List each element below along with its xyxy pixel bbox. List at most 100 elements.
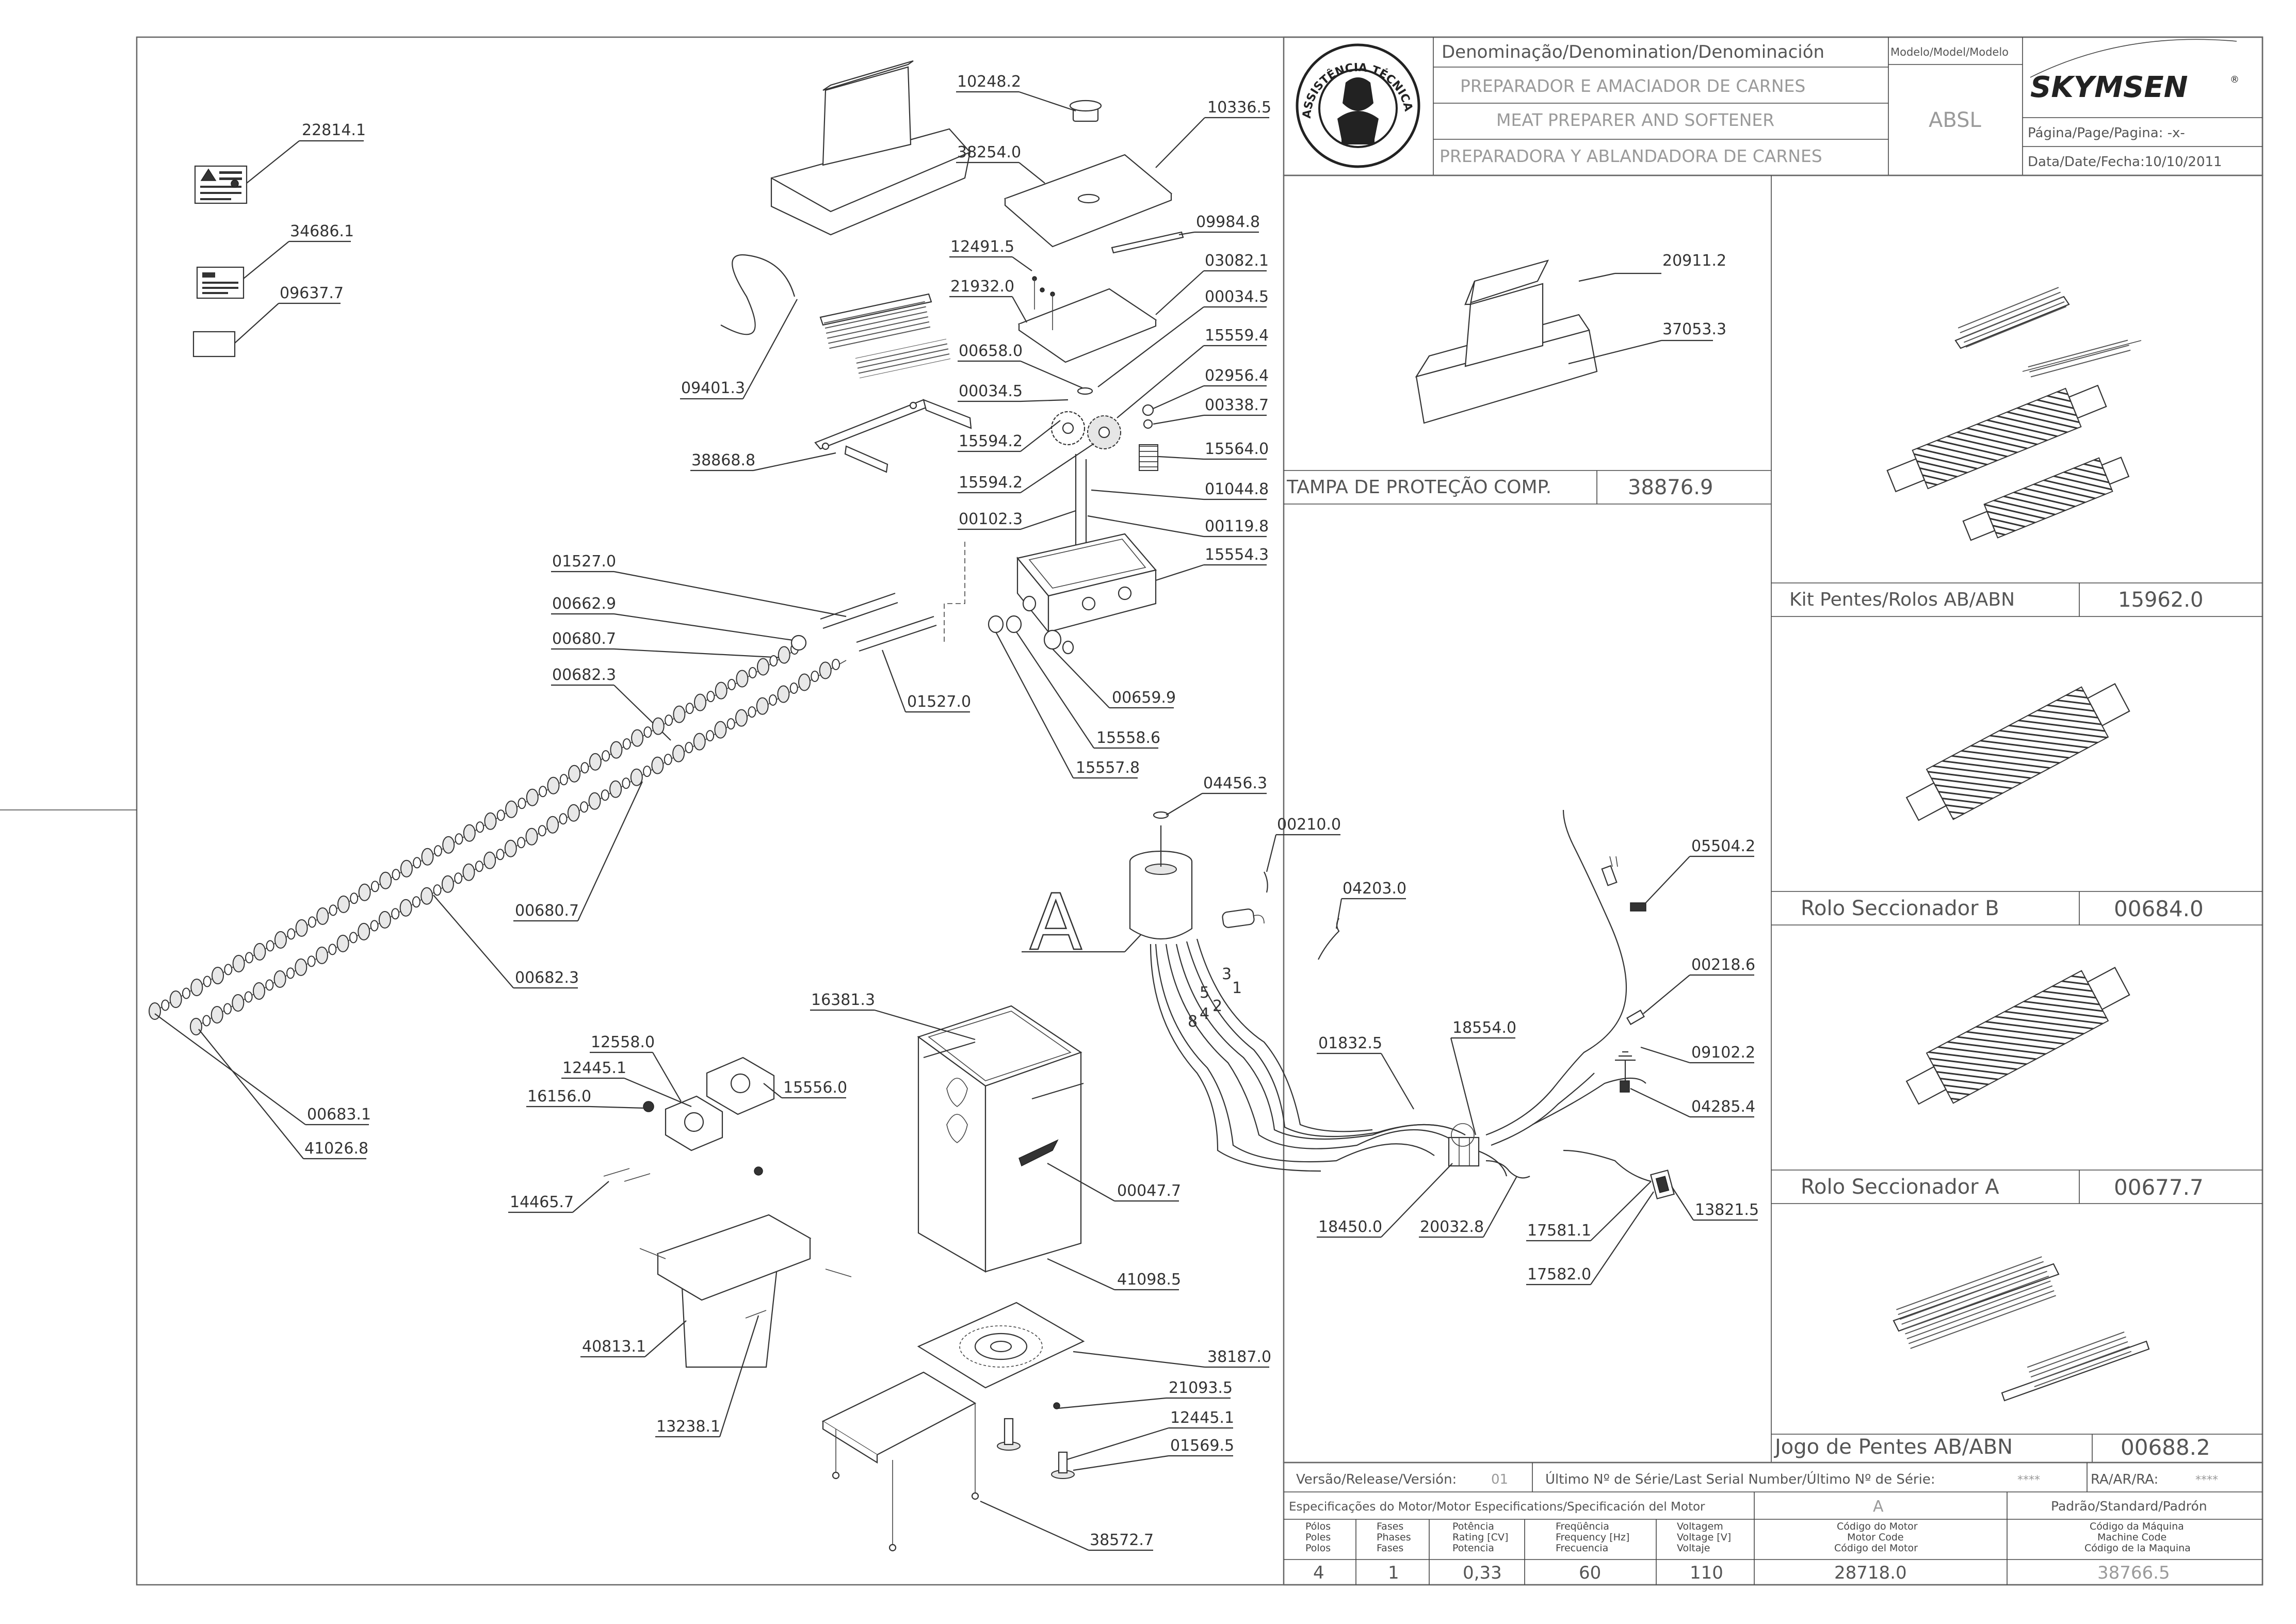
blade-disc-upper [295, 919, 308, 937]
page-label: Página/Page/Pagina: -x- [2028, 125, 2185, 141]
blade-disc-upper [526, 788, 539, 806]
label-38187-0: 38187.0 [1207, 1348, 1271, 1366]
blade-disc-lower [630, 768, 643, 786]
washer-00658-0 [1077, 387, 1093, 395]
label-00034-5-b: 00034.5 [959, 382, 1023, 400]
blade-disc-lower [253, 982, 265, 1000]
blade-disc-lower [336, 934, 349, 952]
denomination-header: Denominação/Denomination/Denominación [1442, 42, 1824, 62]
wire-04203 [1318, 918, 1340, 960]
label-09102-2: 09102.2 [1691, 1044, 1755, 1062]
label-03082-1: 03082.1 [1205, 252, 1269, 270]
top-cover-unit [770, 60, 971, 236]
blade-stack-upper [149, 643, 805, 1020]
blade-disc-upper [232, 954, 245, 972]
blade-disc-lower [706, 730, 715, 742]
label-22814-1: 22814.1 [302, 121, 366, 139]
label-10336-5: 10336.5 [1207, 99, 1271, 117]
blade-disc-upper [610, 741, 623, 759]
authorized-service-seal: ASSISTÊNCIA TÉCNICA AUTORIZADA [0, 0, 1420, 168]
column-a-header: A [1873, 1498, 1884, 1516]
blade-disc-lower [580, 801, 589, 813]
ra-value: **** [2195, 1474, 2218, 1487]
blade-disc-upper [212, 967, 224, 984]
kit-combs-rollers-illustration [1886, 285, 2142, 541]
svg-text:Fases: Fases [1377, 1521, 1403, 1532]
blade-disc-upper [316, 907, 329, 925]
label-00658-0: 00658.0 [959, 342, 1023, 360]
blade-disc-lower [693, 733, 706, 751]
blade-disc-lower [588, 792, 601, 810]
label-01527-0-a: 01527.0 [552, 553, 616, 571]
comb-part [819, 293, 951, 379]
blade-disc-lower [223, 1003, 232, 1015]
blade-disc-upper [350, 892, 359, 904]
label-20911-2: 20911.2 [1662, 252, 1726, 270]
blank-label [192, 331, 236, 358]
screws-12491-5 [1032, 276, 1055, 330]
blade-disc-upper [308, 916, 316, 928]
label-00680-7-a: 00680.7 [552, 630, 616, 648]
blade-disc-upper [748, 667, 757, 678]
blade-disc-lower [295, 958, 308, 976]
label-10248-2: 10248.2 [957, 73, 1021, 91]
ring-00338-7 [1143, 419, 1153, 429]
bearing-blocks [603, 1057, 775, 1182]
label-41026-8: 41026.8 [304, 1140, 368, 1158]
blade-disc-lower [475, 860, 483, 872]
connector-00218-6 [1626, 1009, 1645, 1026]
blade-disc-lower [643, 766, 652, 777]
combs-code: 00688.2 [2121, 1435, 2210, 1460]
protection-cover-illustration: 20911.2 37053.3 [1415, 252, 1726, 424]
svg-text:Phases: Phases [1377, 1532, 1411, 1543]
plug-05504-2 [1601, 856, 1646, 912]
blade-disc-lower [244, 991, 253, 1003]
svg-text:Frequency [Hz]: Frequency [Hz] [1556, 1532, 1629, 1543]
blade-disc-lower [559, 813, 568, 825]
blade-disc-upper [496, 809, 505, 821]
bushings-seals [988, 595, 1074, 655]
tray-40813-1 [639, 1214, 852, 1368]
label-21932-0: 21932.0 [950, 278, 1014, 296]
blade-disc-upper [190, 979, 203, 996]
blade-disc-upper [169, 990, 182, 1008]
svg-text:Rating [CV]: Rating [CV] [1452, 1532, 1508, 1543]
power-cord-18554-0 [1485, 809, 1646, 1146]
label-12491-5: 12491.5 [950, 238, 1014, 256]
svg-text:Fases: Fases [1377, 1542, 1403, 1554]
label-01569-5: 01569.5 [1170, 1437, 1234, 1455]
data-plate-sticker [196, 266, 245, 299]
label-00218-6: 00218.6 [1691, 956, 1755, 974]
blade-disc-upper [203, 976, 212, 987]
blade-disc-lower [622, 777, 630, 789]
brand-logo-text: SKYMSEN [2030, 71, 2188, 104]
label-20032-8: 20032.8 [1420, 1218, 1484, 1236]
svg-text:Código da Máquina: Código da Máquina [2090, 1521, 2184, 1532]
label-15559-4: 15559.4 [1205, 327, 1269, 345]
motor-spec-header: Especificações do Motor/Motor Especifica… [1289, 1500, 1705, 1514]
blade-disc-upper [442, 836, 455, 854]
label-04285-4: 04285.4 [1691, 1098, 1755, 1116]
skymsen-logo: SKYMSEN ® [2030, 39, 2239, 104]
comb-frame-bracket [814, 399, 972, 473]
blade-disc-lower [190, 1018, 202, 1035]
roller-a-name: Rolo Seccionador A [1801, 1175, 1999, 1199]
blade-disc-upper [224, 964, 233, 976]
blade-disc-lower [517, 837, 526, 849]
voltage-value: 110 [1690, 1563, 1723, 1583]
blade-disc-lower [441, 875, 454, 893]
svg-text:5: 5 [1200, 984, 1209, 1002]
blade-disc-lower [232, 994, 245, 1012]
blade-disc-upper [413, 857, 422, 869]
blade-disc-upper [370, 881, 379, 892]
svg-text:Polos: Polos [1305, 1542, 1331, 1554]
svg-text:4: 4 [1200, 1005, 1209, 1023]
blade-disc-upper [287, 928, 296, 940]
roller-a-illustration [1905, 967, 2130, 1105]
blade-disc-lower [651, 756, 664, 774]
key-02956-4 [1142, 404, 1154, 416]
product-name-en: MEAT PREPARER AND SOFTENER [1496, 110, 1774, 130]
blade-disc-lower [496, 849, 505, 860]
label-12558-0: 12558.0 [591, 1033, 655, 1051]
label-01527-0-b: 01527.0 [907, 693, 971, 711]
